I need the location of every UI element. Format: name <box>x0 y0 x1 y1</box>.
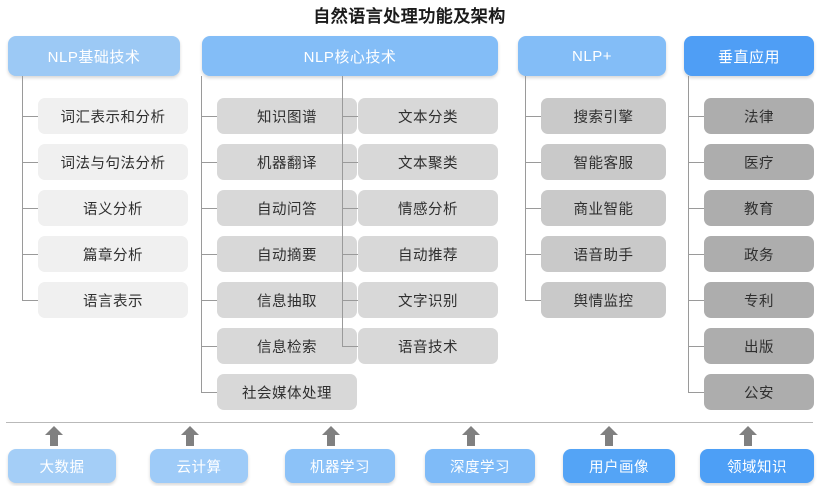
tree-trunk-line <box>342 76 343 346</box>
up-arrow-icon <box>598 425 620 447</box>
tree-branch-line <box>688 392 704 393</box>
item-box[interactable]: 词法与句法分析 <box>38 144 188 180</box>
item-box[interactable]: 情感分析 <box>358 190 498 226</box>
tree-branch-line <box>525 162 541 163</box>
tree-branch-line <box>22 254 38 255</box>
foundation-divider <box>6 422 813 423</box>
item-box[interactable]: 教育 <box>704 190 814 226</box>
column-header-nlp-core[interactable]: NLP核心技术 <box>202 36 498 76</box>
item-box[interactable]: 社会媒体处理 <box>217 374 357 410</box>
item-box[interactable]: 篇章分析 <box>38 236 188 272</box>
tree-branch-line <box>22 116 38 117</box>
item-box[interactable]: 词汇表示和分析 <box>38 98 188 134</box>
item-box[interactable]: 机器翻译 <box>217 144 357 180</box>
tree-branch-line <box>201 116 217 117</box>
up-arrow-icon <box>43 425 65 447</box>
item-box[interactable]: 医疗 <box>704 144 814 180</box>
tree-branch-line <box>525 116 541 117</box>
tree-branch-line <box>342 254 358 255</box>
up-arrow-icon <box>179 425 201 447</box>
tree-branch-line <box>688 116 704 117</box>
tree-branch-line <box>525 254 541 255</box>
item-box[interactable]: 公安 <box>704 374 814 410</box>
tree-branch-line <box>201 346 217 347</box>
item-box[interactable]: 自动摘要 <box>217 236 357 272</box>
foundation-box[interactable]: 大数据 <box>8 449 116 483</box>
tree-branch-line <box>525 208 541 209</box>
tree-branch-line <box>342 116 358 117</box>
tree-trunk-line <box>688 76 689 392</box>
tree-branch-line <box>22 208 38 209</box>
tree-branch-line <box>201 208 217 209</box>
tree-branch-line <box>342 346 358 347</box>
column-header-nlp-plus[interactable]: NLP+ <box>518 36 666 76</box>
tree-branch-line <box>688 300 704 301</box>
column-header-vertical-app[interactable]: 垂直应用 <box>684 36 814 76</box>
up-arrow-icon <box>320 425 342 447</box>
item-box[interactable]: 语音助手 <box>541 236 666 272</box>
item-box[interactable]: 语音技术 <box>358 328 498 364</box>
item-box[interactable]: 自动问答 <box>217 190 357 226</box>
foundation-box[interactable]: 用户画像 <box>563 449 675 483</box>
tree-trunk-line <box>201 76 202 392</box>
page-title: 自然语言处理功能及架构 <box>313 7 506 26</box>
tree-trunk-line <box>525 76 526 300</box>
foundation-box[interactable]: 云计算 <box>150 449 248 483</box>
item-box[interactable]: 信息抽取 <box>217 282 357 318</box>
foundation-box[interactable]: 深度学习 <box>425 449 535 483</box>
tree-branch-line <box>688 346 704 347</box>
item-box[interactable]: 舆情监控 <box>541 282 666 318</box>
tree-branch-line <box>525 300 541 301</box>
item-box[interactable]: 法律 <box>704 98 814 134</box>
tree-branch-line <box>688 254 704 255</box>
item-box[interactable]: 知识图谱 <box>217 98 357 134</box>
item-box[interactable]: 智能客服 <box>541 144 666 180</box>
item-box[interactable]: 信息检索 <box>217 328 357 364</box>
tree-branch-line <box>342 208 358 209</box>
tree-branch-line <box>201 392 217 393</box>
up-arrow-icon <box>460 425 482 447</box>
tree-branch-line <box>22 162 38 163</box>
item-box[interactable]: 文本聚类 <box>358 144 498 180</box>
item-box[interactable]: 政务 <box>704 236 814 272</box>
tree-branch-line <box>342 300 358 301</box>
item-box[interactable]: 搜索引擎 <box>541 98 666 134</box>
tree-branch-line <box>201 254 217 255</box>
item-box[interactable]: 出版 <box>704 328 814 364</box>
column-header-nlp-basic[interactable]: NLP基础技术 <box>8 36 180 76</box>
tree-branch-line <box>22 300 38 301</box>
item-box[interactable]: 语言表示 <box>38 282 188 318</box>
item-box[interactable]: 商业智能 <box>541 190 666 226</box>
tree-branch-line <box>688 208 704 209</box>
tree-trunk-line <box>22 76 23 300</box>
item-box[interactable]: 语义分析 <box>38 190 188 226</box>
tree-branch-line <box>201 300 217 301</box>
item-box[interactable]: 自动推荐 <box>358 236 498 272</box>
foundation-box[interactable]: 机器学习 <box>285 449 395 483</box>
item-box[interactable]: 文字识别 <box>358 282 498 318</box>
item-box[interactable]: 文本分类 <box>358 98 498 134</box>
tree-branch-line <box>688 162 704 163</box>
foundation-box[interactable]: 领域知识 <box>700 449 814 483</box>
item-box[interactable]: 专利 <box>704 282 814 318</box>
tree-branch-line <box>201 162 217 163</box>
tree-branch-line <box>342 162 358 163</box>
up-arrow-icon <box>737 425 759 447</box>
